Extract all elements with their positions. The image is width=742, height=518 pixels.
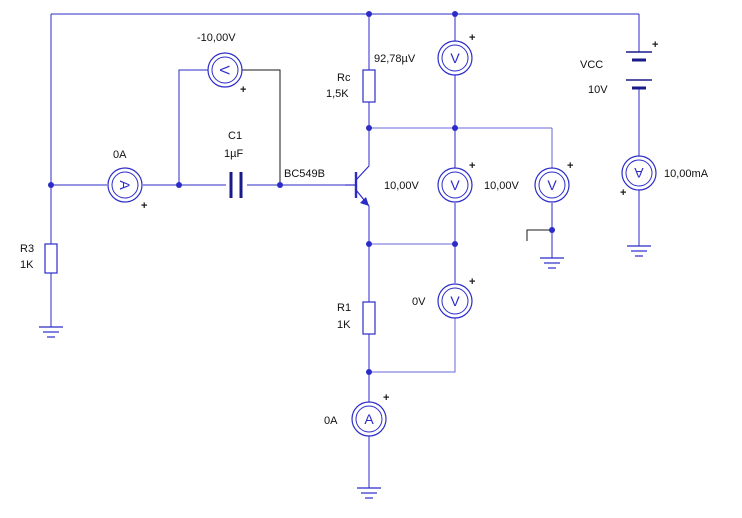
r3-body[interactable] (44, 243, 58, 274)
meter-plus-mark: + (469, 32, 475, 44)
rc-value: 1,5K (326, 88, 349, 100)
meter-inner (211, 56, 239, 84)
r1-meter-return-wire (369, 318, 456, 373)
r3-value: 1K (20, 259, 34, 271)
junction-nodes (48, 11, 555, 375)
node-collector-meter (452, 125, 458, 131)
rc-label: Rc (337, 72, 351, 84)
node-top-rc (366, 11, 372, 17)
voltmeter-ce[interactable]: V + 10,00V (384, 160, 475, 203)
node-emitter (366, 241, 372, 247)
meter-reading: 0V (412, 296, 426, 308)
c1-label: C1 (228, 130, 242, 142)
meter-plus-mark: + (469, 160, 475, 172)
voltmeter-capacitor[interactable]: V + -10,00V (197, 32, 246, 96)
meter-plus-mark: + (383, 392, 389, 404)
voltmeter-icon: V (547, 177, 557, 193)
ground-supply (627, 245, 651, 257)
transistor-label: BC549B (284, 168, 325, 180)
voltmeter-icon: V (450, 293, 460, 309)
meter-reading: 10,00V (484, 180, 520, 192)
r1-body[interactable] (362, 301, 376, 335)
ammeter-emitter[interactable]: A + 0A (324, 392, 389, 437)
wires (50, 13, 640, 488)
ground-r3 (39, 326, 63, 338)
ground-emitter (357, 487, 381, 499)
meter-reading: 92,78µV (374, 53, 416, 65)
vcap-left-wire (178, 69, 208, 185)
vcap-right-wire (242, 69, 281, 185)
meter-plus-mark: + (141, 200, 147, 212)
transistor-bc549b[interactable]: BC549B (284, 165, 370, 207)
voltmeter-r1[interactable]: V + 0V (412, 276, 475, 319)
ground-vout (540, 257, 564, 269)
voltmeter-icon: V (450, 50, 460, 66)
ammeter-icon: A (634, 165, 644, 181)
battery-vcc[interactable]: + VCC 10V (580, 39, 658, 96)
resistor-r1[interactable]: R1 1K (337, 301, 376, 335)
ammeter-icon: A (117, 180, 133, 190)
node-cap-left (176, 182, 182, 188)
resistor-r3[interactable]: R3 1K (20, 243, 58, 274)
meter-inner (441, 44, 469, 72)
r1-label: R1 (337, 302, 351, 314)
ammeter-input[interactable]: A + 0A (107, 149, 147, 212)
resistor-rc[interactable]: Rc 1,5K (326, 69, 376, 103)
rc-body[interactable] (362, 69, 376, 103)
meter-reading: 0A (113, 149, 127, 161)
r1-value: 1K (337, 319, 351, 331)
meter-plus-mark: + (620, 187, 626, 199)
meter-reading: -10,00V (197, 32, 236, 44)
ammeter-supply[interactable]: A + 10,00mA (620, 155, 709, 199)
voltmeter-icon: V (217, 65, 233, 75)
meter-plus-mark: + (567, 160, 573, 172)
capacitor-c1[interactable]: C1 1µF (224, 130, 243, 198)
meter-inner (355, 405, 383, 433)
meter-plus-mark: + (240, 84, 246, 96)
voltmeter-output[interactable]: V + 10,00V (484, 160, 573, 203)
vcc-value: 10V (588, 84, 608, 96)
meter-inner (111, 171, 139, 199)
vout-stub-wire (526, 229, 552, 241)
c1-value: 1µF (224, 148, 243, 160)
node-r1-bottom (366, 369, 372, 375)
node-top-meter (452, 11, 458, 17)
meter-reading: 10,00mA (664, 168, 709, 180)
node-collector (366, 125, 372, 131)
transistor-collector-lead (355, 165, 370, 181)
meter-reading: 0A (324, 415, 338, 427)
node-input (48, 182, 54, 188)
voltmeter-icon: V (450, 177, 460, 193)
meter-inner (538, 171, 566, 199)
meter-reading: 10,00V (384, 180, 420, 192)
meter-plus-mark: + (469, 276, 475, 288)
node-vout-ground (549, 227, 555, 233)
node-emitter-meter (452, 241, 458, 247)
vcc-label: VCC (580, 59, 603, 71)
meter-inner (441, 171, 469, 199)
voltmeter-rc[interactable]: V + 92,78µV (374, 32, 475, 76)
transistor-emitter-arrow (360, 197, 369, 206)
r3-label: R3 (20, 243, 34, 255)
vcc-plus-mark: + (652, 39, 658, 51)
node-base (277, 182, 283, 188)
ammeter-icon: A (364, 411, 374, 427)
meter-inner (441, 287, 469, 315)
meter-inner (625, 159, 653, 187)
